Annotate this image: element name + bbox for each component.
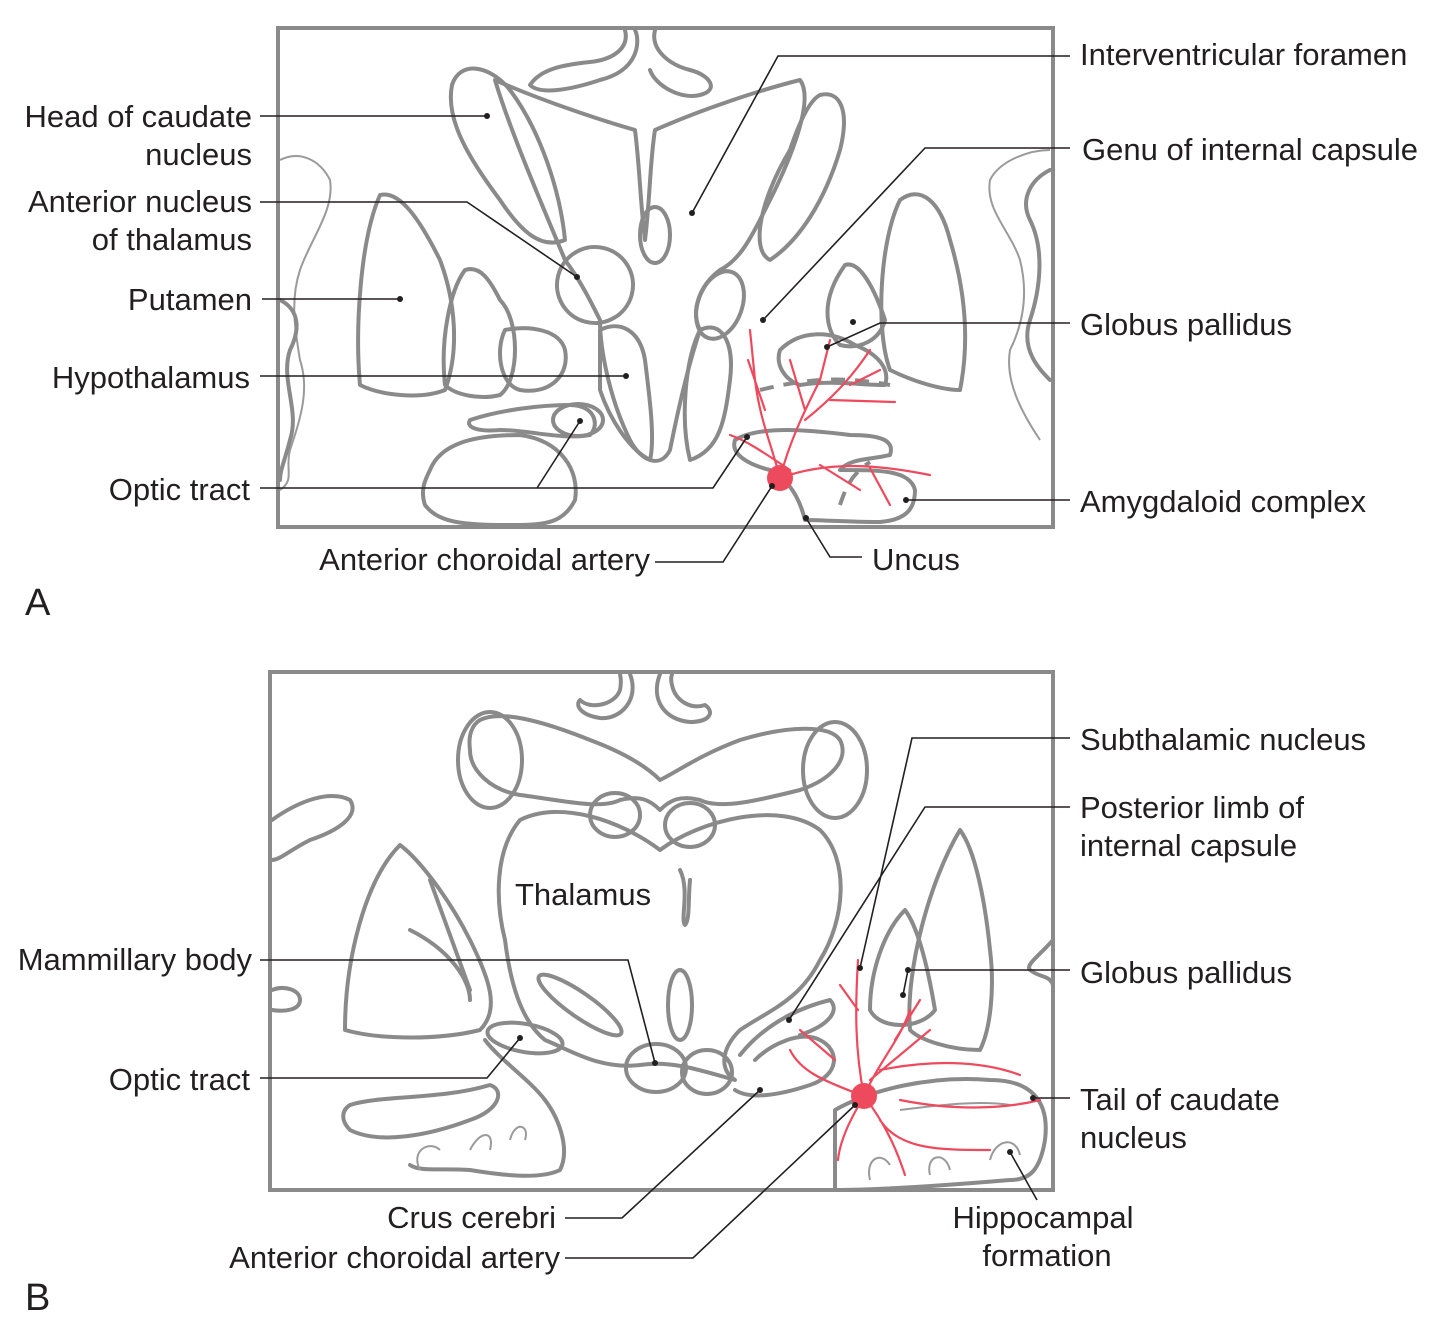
label-uncus: Uncus	[872, 542, 960, 577]
panel-a-frame	[276, 26, 1055, 529]
panel-b-labels: Subthalamic nucleus Posterior limb of in…	[18, 722, 1366, 1319]
label-tail-of-caudate-line2: nucleus	[1080, 1120, 1187, 1155]
label-anterior-choroidal-artery-a: Anterior choroidal artery	[319, 542, 650, 577]
panel-b-leaders	[260, 737, 1070, 1259]
label-globus-pallidus-b: Globus pallidus	[1080, 955, 1292, 990]
label-hippocampal-formation: Hippocampal	[953, 1200, 1134, 1235]
label-hippocampal-formation-line2: formation	[982, 1238, 1111, 1273]
label-posterior-limb: Posterior limb of	[1080, 790, 1304, 825]
label-hypothalamus: Hypothalamus	[52, 360, 250, 395]
label-crus-cerebri: Crus cerebri	[387, 1200, 556, 1235]
label-anterior-nucleus-line2: of thalamus	[92, 222, 252, 257]
panel-letter-b: B	[25, 1277, 50, 1319]
label-head-of-caudate-line2: nucleus	[145, 137, 252, 172]
panel-a: Interventricular foramen Head of caudate…	[24, 26, 1418, 624]
label-anterior-nucleus: Anterior nucleus	[28, 184, 252, 219]
label-optic-tract-b: Optic tract	[109, 1062, 251, 1097]
label-thalamus: Thalamus	[515, 877, 651, 912]
label-interventricular-foramen: Interventricular foramen	[1080, 37, 1407, 72]
panel-b: Subthalamic nucleus Posterior limb of in…	[18, 670, 1366, 1319]
label-head-of-caudate: Head of caudate	[24, 99, 252, 134]
label-mammillary-body: Mammillary body	[18, 942, 253, 977]
label-globus-pallidus-a: Globus pallidus	[1080, 307, 1292, 342]
anterior-choroidal-artery-b	[788, 958, 1042, 1177]
label-optic-tract-a: Optic tract	[109, 472, 251, 507]
panel-a-labels: Interventricular foramen Head of caudate…	[24, 37, 1418, 624]
panel-a-brain-outlines	[278, 28, 1052, 527]
label-amygdaloid-complex: Amygdaloid complex	[1080, 484, 1367, 519]
label-subthalamic-nucleus: Subthalamic nucleus	[1080, 722, 1366, 757]
label-genu-internal-capsule: Genu of internal capsule	[1082, 132, 1418, 167]
panel-a-leaders	[260, 55, 1070, 563]
anterior-choroidal-artery-a	[728, 328, 932, 507]
label-anterior-choroidal-artery-b: Anterior choroidal artery	[229, 1240, 560, 1275]
panel-b-frame	[268, 670, 1055, 1192]
label-tail-of-caudate: Tail of caudate	[1080, 1082, 1280, 1117]
panel-b-brain-outlines	[270, 672, 1055, 1192]
label-posterior-limb-line2: internal capsule	[1080, 828, 1297, 863]
label-putamen: Putamen	[128, 282, 252, 317]
panel-letter-a: A	[25, 582, 51, 624]
